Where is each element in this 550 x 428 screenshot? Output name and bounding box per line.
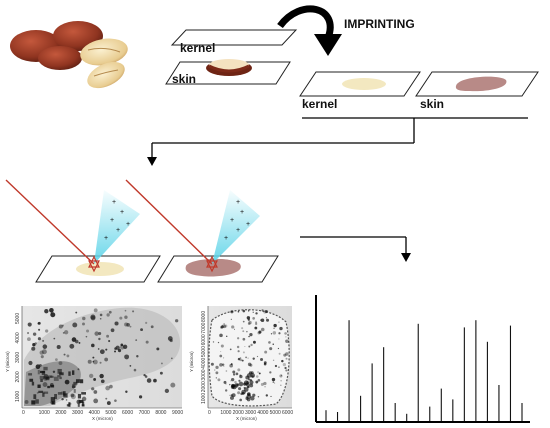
y-tick-label: 7000	[201, 322, 207, 333]
kernel-imprint-slide: kernel	[299, 71, 421, 111]
x-tick-label: 6000	[282, 410, 293, 416]
svg-text:+: +	[120, 209, 124, 216]
imprinting-arrow	[277, 5, 342, 56]
laser-spot-1	[88, 255, 100, 273]
kernel-slide: kernel	[170, 29, 298, 55]
spectrum-connector	[300, 236, 407, 254]
x-tick-label: 7000	[139, 410, 150, 416]
ion-plume-1	[94, 190, 140, 264]
y-tick-label: 4000	[201, 358, 207, 369]
y-tick-label: 8000	[201, 311, 207, 322]
flow-arrowhead-down	[147, 157, 157, 166]
y-tick-label: 1000	[201, 393, 207, 404]
kernel-imprint	[342, 78, 386, 90]
skin-imprint	[455, 76, 507, 92]
flow-connector	[151, 117, 528, 158]
y-tick-label: 5000	[201, 346, 207, 357]
left-y-axis-label: Y (micron)	[5, 351, 10, 372]
laser-spot-2	[206, 255, 218, 273]
skin-imprint-slide: skin	[415, 71, 539, 111]
x-tick-label: 4000	[89, 410, 100, 416]
laser-ablation-panel: ++ ++ ++ ++ ++ ++	[5, 179, 279, 283]
y-tick-label: 3000	[201, 369, 207, 380]
svg-text:+: +	[110, 217, 114, 224]
svg-text:+: +	[236, 227, 240, 234]
peanut-kernel-2	[87, 61, 125, 89]
x-tick-label: 2000	[233, 410, 244, 416]
spectrum-arrowhead-down	[401, 253, 411, 262]
y-tick-label: 2000	[15, 371, 21, 382]
laser-beam-1	[5, 179, 95, 265]
svg-text:+: +	[240, 209, 244, 216]
y-tick-label: 3000	[15, 352, 21, 363]
x-tick-label: 4000	[257, 410, 268, 416]
svg-text:+: +	[224, 235, 228, 242]
svg-text:+: +	[112, 199, 116, 206]
skin-slide-label: skin	[172, 72, 196, 86]
x-tick-label: 2000	[55, 410, 66, 416]
svg-text:+: +	[230, 217, 234, 224]
ion-image-kernel: 0 1000 2000 3000 4000 5000 6000 7000 8000 9000 10…	[5, 306, 183, 421]
left-x-axis-label: X (micron)	[92, 416, 113, 421]
ion-plume-2	[212, 190, 260, 264]
svg-text:+: +	[126, 221, 130, 228]
x-tick-label: 0	[22, 410, 25, 416]
y-tick-label: 1000	[15, 391, 21, 402]
y-tick-label: 6000	[201, 334, 207, 345]
x-tick-label: 0	[208, 410, 211, 416]
skin-imprint-label: skin	[420, 97, 444, 111]
x-tick-label: 6000	[122, 410, 133, 416]
y-tick-label: 4000	[15, 332, 21, 343]
laser-beam-2	[125, 179, 213, 265]
x-tick-label: 3000	[245, 410, 256, 416]
x-tick-label: 5000	[270, 410, 281, 416]
kernel-slide-label: kernel	[180, 41, 215, 55]
imprinting-label: IMPRINTING	[344, 17, 415, 31]
peanut-kernel-1	[80, 38, 128, 66]
y-tick-label: 5000	[15, 313, 21, 324]
x-tick-label: 3000	[72, 410, 83, 416]
kernel-imprint-label: kernel	[302, 97, 337, 111]
right-x-axis-label: X (micron)	[236, 416, 257, 421]
y-tick-label: 2000	[201, 381, 207, 392]
x-tick-label: 8000	[155, 410, 166, 416]
x-tick-label: 1000	[220, 410, 231, 416]
svg-text:+: +	[246, 221, 250, 228]
x-tick-label: 5000	[105, 410, 116, 416]
peanut-skin-3	[38, 46, 82, 70]
peanut-illustration	[10, 21, 128, 89]
right-y-axis-label: Y (micron)	[189, 351, 194, 372]
svg-text:+: +	[116, 227, 120, 234]
svg-text:+: +	[236, 199, 240, 206]
peanut-slice	[206, 59, 252, 76]
mass-spectrum	[315, 295, 530, 423]
x-tick-label: 1000	[39, 410, 50, 416]
svg-text:+: +	[104, 235, 108, 242]
x-tick-label: 9000	[172, 410, 183, 416]
